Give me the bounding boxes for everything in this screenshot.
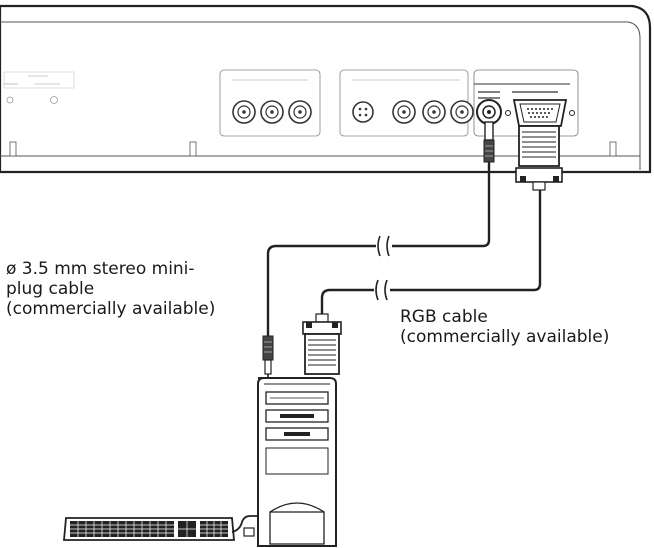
audio-label-line-1: ø 3.5 mm stereo mini- bbox=[6, 259, 195, 279]
stereo-mini-plug bbox=[262, 335, 274, 382]
audio-cable bbox=[266, 162, 491, 336]
rgb-connector bbox=[302, 313, 342, 375]
pc-tower bbox=[257, 377, 337, 547]
audio-cable-label: ø 3.5 mm stereo mini- plug cable (commer… bbox=[6, 259, 215, 319]
rgb-cable bbox=[320, 190, 542, 314]
rgb-input-port bbox=[505, 99, 575, 127]
keyboard bbox=[63, 515, 258, 541]
rgb-label-line-2: (commercially available) bbox=[400, 327, 610, 347]
audio-label-line-2: plug cable bbox=[6, 279, 95, 299]
rgb-label-line-1: RGB cable bbox=[400, 307, 488, 327]
audio-plug-display-end bbox=[483, 121, 495, 163]
component-input-jacks bbox=[219, 69, 321, 137]
rgb-connector-display-end bbox=[515, 125, 563, 191]
left-panel-area bbox=[3, 71, 75, 104]
rgb-cable-label: RGB cable (commercially available) bbox=[400, 307, 609, 347]
video-input-jacks bbox=[339, 69, 474, 137]
audio-input-jack bbox=[476, 99, 502, 125]
audio-label-line-3: (commercially available) bbox=[6, 299, 216, 319]
